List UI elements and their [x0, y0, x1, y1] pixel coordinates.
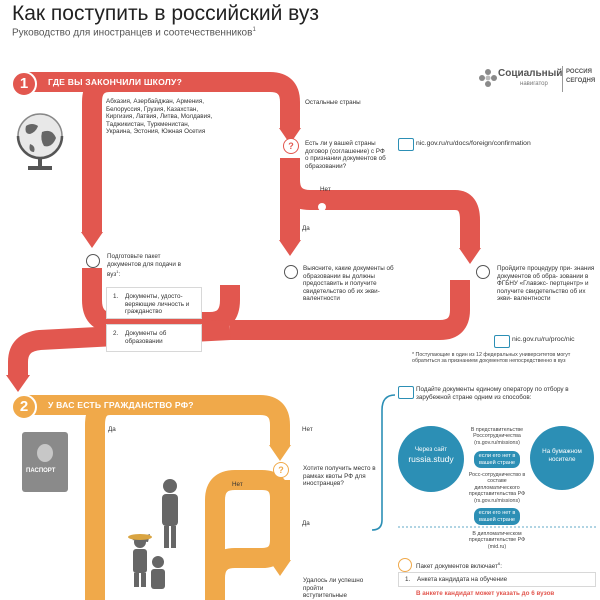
nic-proc-link[interactable]: nic.gov.ru/ru/proc/nic	[512, 336, 575, 343]
exams-question: Удалось ли успешно пройти вступительные	[303, 577, 364, 600]
other-countries-label: Остальные страны	[305, 99, 361, 106]
step-number-1: 1	[11, 71, 37, 97]
question-mark-icon: ?	[283, 138, 299, 154]
section1-routes	[8, 72, 480, 375]
arrow-down-icon	[318, 203, 326, 211]
students-illustration	[128, 479, 178, 589]
online-option[interactable]: Через сайт russia.study	[398, 426, 464, 492]
no-label-1: Нет	[320, 186, 331, 193]
package-text: Пакет документов включает6:	[416, 561, 502, 571]
yes-label-2: Да	[108, 426, 116, 433]
doc-item-education: 2. Документы об образовании	[106, 324, 202, 352]
blue-bracket	[371, 394, 396, 531]
building-icon	[476, 265, 490, 279]
no-label-3: Нет	[232, 481, 243, 488]
section2-routes	[22, 395, 290, 600]
prepare-docs-text: Подготовьте пакет документов для подачи …	[107, 253, 182, 279]
section2-question: У ВАС ЕСТЬ ГРАЖДАНСТВО РФ?	[48, 400, 194, 410]
logo: Социальный навигатор РОССИЯ СЕГОДНЯ	[478, 66, 598, 96]
link-icon-2	[494, 335, 510, 348]
no-label-2: Нет	[302, 426, 313, 433]
agreement-question: Есть ли у вашей страны договор (соглашен…	[305, 140, 386, 170]
logo-flower-icon	[479, 69, 497, 87]
section1-question: ГДЕ ВЫ ЗАКОНЧИЛИ ШКОЛУ?	[48, 77, 183, 87]
footnote: * Поступающие в один из 12 федеральных у…	[412, 352, 571, 365]
logo-line1: Социальный	[498, 68, 563, 79]
logo-brand2: СЕГОДНЯ	[566, 78, 596, 84]
operator-instructions: Подайте документы единому оператору по о…	[416, 386, 569, 401]
procedure-text: Пройдите процедуру при- знания документо…	[497, 265, 595, 303]
rep-diplomatic-ross: Росс-сотрудничество в составе дипломатич…	[468, 472, 526, 504]
cis-countries-list: Абхазия, Азербайджан, Армения, Белорусси…	[106, 98, 213, 136]
question-mark-icon-2: ?	[273, 462, 289, 478]
passport-icon: ПАСПОРТ	[22, 432, 68, 492]
section1-arrows	[6, 128, 481, 392]
warning-text: В анкете кандидат может указать до 6 вуз…	[416, 590, 555, 597]
page-title: Как поступить в российский вуз	[12, 2, 319, 25]
page-subtitle: Руководство для иностранцев и соотечеств…	[12, 27, 256, 39]
if-absent-pill-1: если его нет в вашей стране	[474, 451, 520, 468]
quota-question: Хотите получить место в рамках квоты РФ …	[303, 465, 376, 488]
doc-item-identity: 1. Документы, удосто- веряющие личность …	[106, 287, 202, 319]
yes-label-3: Да	[302, 520, 310, 527]
logo-line2: навигатор	[520, 81, 548, 87]
step-number-2: 2	[11, 394, 37, 420]
confirmation-link[interactable]: nic.gov.ru/ru/docs/foreign/confirmation	[416, 140, 531, 147]
app-form-item: 1. Анкета кандидата на обучение	[398, 572, 596, 587]
section2-arrows	[269, 445, 291, 576]
document-icon-2	[284, 265, 298, 279]
paper-option[interactable]: На бумажном носителе	[530, 426, 594, 490]
yes-label-1: Да	[302, 225, 310, 232]
if-absent-pill-2: если его нет в вашей стране	[474, 508, 520, 525]
logo-brand1: РОССИЯ	[566, 69, 592, 75]
find-out-text: Выясните, какие документы об образовании…	[303, 265, 394, 303]
document-icon	[86, 254, 100, 268]
document-icon-3	[398, 558, 412, 572]
rep-mid: В дипломатическом представительстве РФ (…	[468, 531, 526, 550]
link-icon	[398, 138, 414, 151]
rep-rossotrudnichestvo: В представительстве Россотрудничества (r…	[470, 427, 524, 446]
link-icon-3	[398, 386, 414, 399]
globe-icon	[16, 113, 64, 170]
